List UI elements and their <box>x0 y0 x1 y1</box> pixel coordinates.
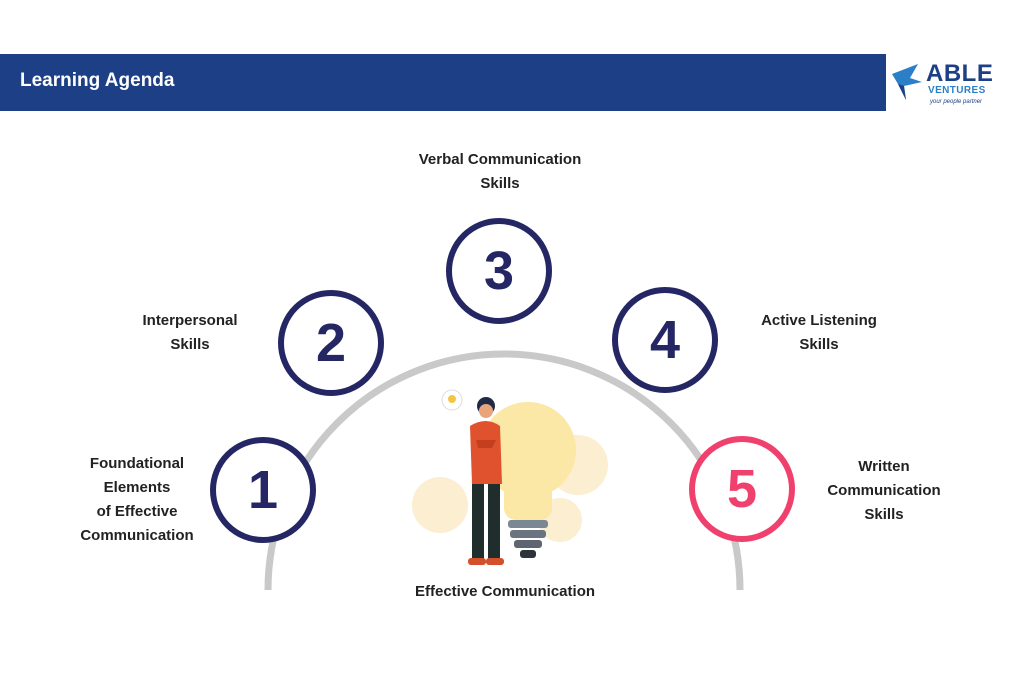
agenda-label-5: Written Communication Skills <box>806 455 962 527</box>
agenda-label-4: Active Listening Skills <box>737 309 901 357</box>
agenda-node-5: 5 <box>689 436 795 542</box>
logo-name: ABLE <box>926 60 994 87</box>
agenda-node-1: 1 <box>210 437 316 543</box>
agenda-label-3: Verbal Communication Skills <box>388 148 612 196</box>
agenda-label-1-line: Elements <box>103 479 171 496</box>
agenda-label-1-line: Communication <box>80 527 194 544</box>
header-bar: Learning Agenda <box>0 54 886 111</box>
agenda-node-3: 3 <box>446 218 552 324</box>
agenda-label-4-line: Skills <box>799 336 839 353</box>
agenda-label-2: Interpersonal Skills <box>115 309 265 357</box>
logo-tagline: your people partner <box>930 99 983 105</box>
agenda-label-1-line: Foundational <box>89 455 185 472</box>
agenda-label-1: Foundational Elements of Effective Commu… <box>62 452 212 548</box>
agenda-label-1-line: of Effective <box>96 503 178 520</box>
page-title: Learning Agenda <box>20 70 175 91</box>
person-with-lightbulb-icon <box>412 389 608 565</box>
bird-icon <box>892 64 922 100</box>
center-label: Effective Communication <box>414 583 596 600</box>
agenda-label-5-line: Communication <box>827 482 941 499</box>
agenda-label-4-line: Active Listening <box>761 312 877 329</box>
agenda-label-2-line: Interpersonal <box>142 312 238 329</box>
agenda-label-3-line: Verbal Communication <box>418 151 582 168</box>
agenda-label-3-line: Skills <box>480 175 520 192</box>
agenda-node-2: 2 <box>278 290 384 396</box>
agenda-label-2-line: Skills <box>170 336 210 353</box>
agenda-node-4: 4 <box>612 287 718 393</box>
agenda-label-5-line: Written <box>858 458 910 475</box>
company-logo: ABLE VENTURES your people partner <box>888 56 1018 112</box>
logo-sub: VENTURES <box>928 85 986 96</box>
agenda-label-5-line: Skills <box>864 506 904 523</box>
